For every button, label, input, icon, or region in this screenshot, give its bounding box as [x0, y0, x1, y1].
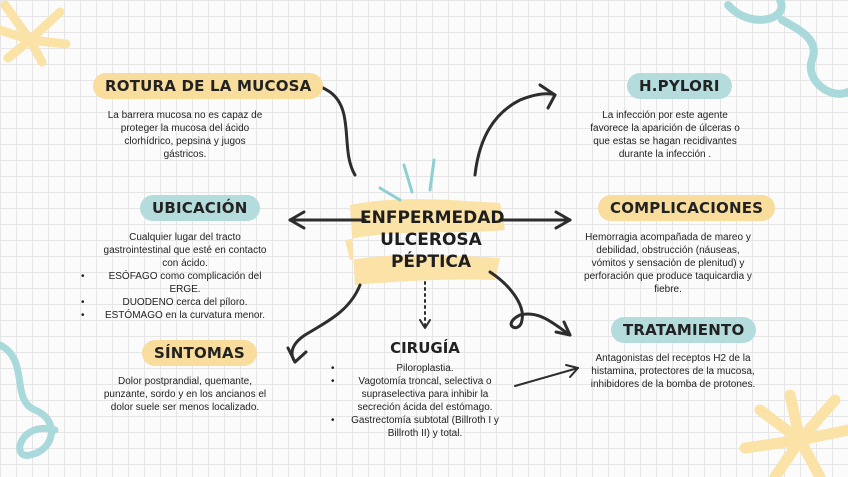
ubicacion-bullet: DUODENO cerca del píloro.	[81, 296, 285, 309]
rotura-line: proteger la mucosa del ácido	[120, 123, 250, 134]
ubicacion-bullet-cont: ERGE.	[169, 284, 201, 295]
hpylori-line: que estas se hagan recidivantes	[593, 136, 737, 147]
starburst-decoration-bottom-right	[739, 389, 848, 477]
complicaciones-line: fiebre.	[654, 284, 682, 295]
hpylori-line: favorece la aparición de úlceras o	[590, 123, 740, 134]
starburst-decoration-top-left	[0, 0, 71, 67]
tratamiento-text: Antagonistas del receptos H2 de la hista…	[568, 352, 778, 391]
cirugia-bullet-cont: Billroth II) y total.	[387, 428, 463, 439]
hpylori-line: durante la infección .	[618, 149, 712, 160]
complicaciones-line: perforación que produce taquicardia y	[584, 271, 752, 282]
sintomas-line: punzante, sordo y en los ancianos el	[103, 389, 267, 400]
cirugia-bullet-cont: secreción ácida del estómago.	[357, 402, 493, 413]
ubicacion-line: gastrointestinal que esté en contacto	[103, 245, 267, 256]
complicaciones-line: Hemorragia acompañada de mareo y	[585, 232, 751, 243]
cirugia-heading: CIRUGÍA	[390, 339, 460, 357]
arrow-to-hpylori	[473, 92, 557, 177]
central-title-line-2: ULCEROSA	[380, 230, 482, 250]
ubicacion-line: Cualquier lugar del tracto	[129, 232, 241, 243]
cirugia-bullet: Vagotomía troncal, selectiva o	[331, 375, 515, 388]
arrow-to-sintomas	[290, 283, 362, 364]
ubicacion-bullet: ESTÓMAGO en la curvatura menor.	[81, 309, 285, 322]
cirugia-text: Piloroplastia. Vagotomía troncal, select…	[331, 362, 515, 440]
sintomas-line: dolor suele ser menos localizado.	[110, 402, 260, 413]
rotura-mucosa-text: La barrera mucosa no es capaz de protege…	[80, 109, 290, 161]
cirugia-bullet: Gastrectomía subtotal (Billroth I y	[331, 414, 515, 427]
tratamiento-heading: TRATAMIENTO	[611, 317, 757, 343]
central-title-line-3: PÉPTICA	[390, 252, 472, 272]
complicaciones-heading: COMPLICACIONES	[598, 195, 776, 221]
hpylori-text: La infección por este agente favorece la…	[560, 109, 770, 161]
tratamiento-line: inhibidores de la bomba de protones.	[590, 379, 756, 390]
rotura-mucosa-heading: ROTURA DE LA MUCOSA	[93, 73, 324, 99]
tratamiento-line: histamina, protectores de la mucosa,	[591, 366, 755, 377]
cirugia-bullet-cont: supraselectiva para inhibir la	[361, 389, 489, 400]
rotura-line: gástricos.	[163, 149, 207, 160]
sintomas-heading: SÍNTOMAS	[142, 340, 257, 366]
ubicacion-heading: UBICACIÓN	[140, 195, 260, 221]
cirugia-bullet: Piloroplastia.	[331, 362, 515, 375]
complicaciones-line: vómitos y sensación de plenitud) y	[591, 258, 745, 269]
rotura-line: clorhídrico, pepsina y jugos	[124, 136, 246, 147]
rotura-line: La barrera mucosa no es capaz de	[107, 110, 263, 121]
sparkle-decoration	[378, 158, 436, 202]
ubicacion-line: con ácido.	[162, 258, 208, 269]
ubicacion-bullet-list: ESÓFAGO como complicación del ERGE. DUOD…	[81, 270, 285, 322]
squiggle-decoration-bottom-left	[0, 341, 59, 459]
sintomas-line: Dolor postprandial, quemante,	[118, 376, 252, 387]
squiggle-decoration-top-right	[724, 0, 848, 98]
sintomas-text: Dolor postprandial, quemante, punzante, …	[90, 375, 280, 414]
hpylori-heading: H.PYLORI	[627, 73, 732, 99]
central-title-line-1: ENFPERMEDAD	[360, 208, 505, 228]
arrow-to-tratamiento	[488, 270, 572, 337]
ubicacion-bullet: ESÓFAGO como complicación del	[81, 270, 285, 283]
cirugia-bullet-list: Piloroplastia. Vagotomía troncal, select…	[331, 362, 515, 440]
ubicacion-text: Cualquier lugar del tracto gastrointesti…	[81, 231, 285, 322]
central-topic-title: ENFPERMEDAD ULCEROSA PÉPTICA	[360, 207, 505, 273]
complicaciones-line: debilidad, obstrucción (náuseas,	[596, 245, 740, 256]
complicaciones-text: Hemorragia acompañada de mareo y debilid…	[568, 231, 768, 296]
tratamiento-line: Antagonistas del receptos H2 de la	[595, 353, 751, 364]
hpylori-line: La infección por este agente	[602, 110, 728, 121]
